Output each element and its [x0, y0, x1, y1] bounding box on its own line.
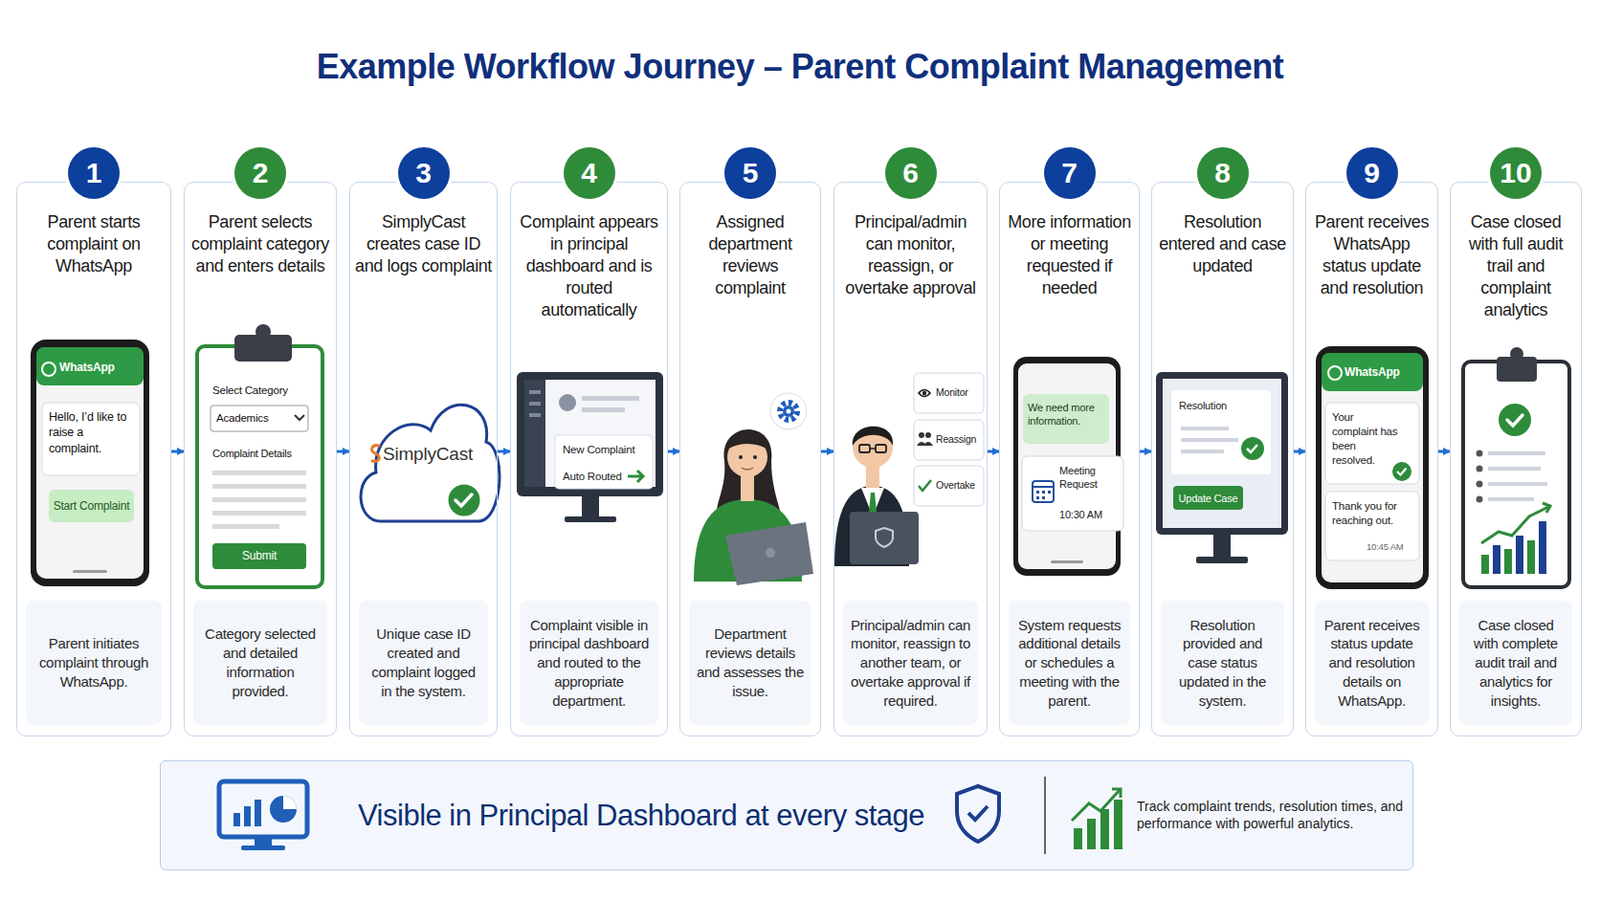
number-text: 7: [1061, 158, 1078, 188]
flow-arrow: [171, 450, 184, 454]
step-description: Principal/admin can monitor, reassign to…: [843, 600, 978, 726]
number-text: 9: [1363, 158, 1380, 188]
description-text: Parent initiates complaint through Whats…: [31, 634, 156, 691]
step-number: 10: [1489, 147, 1542, 200]
flow-arrow: [1293, 450, 1306, 454]
number-text: 3: [415, 158, 432, 188]
flow-arrow: [821, 450, 834, 454]
illustration-label: Submit: [212, 549, 307, 565]
step-description: Unique case ID created and complaint log…: [358, 600, 489, 726]
number-text: 4: [580, 158, 598, 188]
illustration-label: Academics: [216, 411, 291, 426]
step-description: Category selected and detailed informati…: [193, 600, 328, 726]
illustration-label: New Complaint: [562, 443, 651, 458]
illustration-label: We need more information.: [1027, 400, 1107, 429]
flow-arrow: [1139, 450, 1152, 454]
description-text: Category selected and detailed informati…: [199, 624, 322, 701]
step-heading: Case closed with full audit trail and co…: [1455, 211, 1577, 322]
description-text: Principal/admin can monitor, reassign to…: [848, 616, 973, 712]
step-number: 7: [1044, 147, 1096, 200]
step-description: System requests additional details or sc…: [1008, 600, 1131, 726]
step-description: Parent initiates complaint through Whats…: [25, 600, 162, 726]
illustration-label: Reassign: [935, 433, 984, 447]
illustration-label: Hello, I’d like to raise a complaint.: [48, 409, 135, 457]
flow-arrow: [336, 450, 350, 454]
step-card: Principal/admin can monitor, reassign, o…: [833, 181, 988, 737]
description-text: Parent receives status update and resolu…: [1320, 616, 1423, 712]
step-heading: Resolution entered and case updated: [1156, 211, 1289, 278]
summary-band: Visible in Principal Dashboard at every …: [159, 760, 1414, 871]
step-card: Complaint appears in principal dashboard…: [510, 181, 668, 737]
number-text: 2: [252, 158, 269, 188]
illustration-label: Complaint Details: [212, 446, 318, 461]
step-heading: Assigned department reviews complaint: [685, 211, 816, 300]
step-card: More information or meeting requested if…: [999, 181, 1140, 737]
description-text: Unique case ID created and complaint log…: [364, 624, 483, 701]
step-number: 3: [398, 147, 450, 200]
description-text: Resolution provided and case status upda…: [1166, 616, 1279, 712]
step-description: Parent receives status update and resolu…: [1314, 600, 1429, 726]
illustration-label: Start Complaint: [48, 499, 134, 515]
step-number: 4: [563, 147, 616, 200]
step-number: 2: [234, 147, 287, 200]
step-heading: Parent starts complaint on WhatsApp: [22, 211, 166, 278]
number-text: 8: [1214, 158, 1231, 188]
illustration-label: Meeting Request: [1059, 464, 1121, 492]
flow-arrow: [497, 450, 511, 454]
illustration-label: Select Category: [212, 383, 318, 399]
number-text: 1: [86, 158, 103, 188]
step-heading: Parent selects complaint category and en…: [189, 211, 332, 278]
band-title: Visible in Principal Dashboard at every …: [357, 799, 925, 834]
number-text: 6: [902, 158, 919, 188]
flow-arrow: [1438, 450, 1450, 454]
illustration-label: Update Case: [1173, 491, 1244, 506]
illustration-label: Your complaint has been resolved.: [1332, 410, 1401, 468]
step-number: 1: [67, 147, 120, 200]
step-description: Case closed with complete audit trail an…: [1459, 600, 1573, 726]
step-number: 9: [1346, 147, 1399, 200]
description-text: Complaint visible in principal dashboard…: [525, 616, 653, 712]
step-card: Resolution entered and case updated8Reso…: [1151, 181, 1294, 737]
illustration-label: WhatsApp: [59, 360, 136, 377]
illustration-label: 10:45 AM: [1366, 541, 1417, 554]
step-card: Parent starts complaint on WhatsApp1Pare…: [16, 181, 172, 737]
title: Example Workflow Journey – Parent Compla…: [0, 38, 1600, 96]
flow-arrow: [987, 450, 1000, 454]
number-text: 5: [742, 158, 759, 188]
step-heading: Complaint appears in principal dashboard…: [515, 211, 663, 322]
step-heading: More information or meeting requested if…: [1004, 211, 1134, 300]
step-description: Department reviews details and assesses …: [688, 600, 812, 726]
flow-arrow: [667, 450, 680, 454]
number-text: 10: [1499, 158, 1532, 188]
step-heading: Principal/admin can monitor, reassign, o…: [839, 211, 982, 300]
step-number: 8: [1197, 147, 1249, 200]
step-number: 6: [885, 147, 937, 200]
step-heading: Parent receives WhatsApp status update a…: [1311, 211, 1433, 300]
step-card: Assigned department reviews complaint5De…: [679, 181, 822, 737]
step-description: Resolution provided and case status upda…: [1160, 600, 1285, 726]
illustration-label: 10:30 AM: [1059, 508, 1121, 522]
description-text: Case closed with complete audit trail an…: [1465, 616, 1567, 712]
illustration-label: Thank you for reaching out.: [1332, 499, 1415, 529]
band-note: Track complaint trends, resolution times…: [1136, 798, 1407, 835]
illustration-label: SimplyCast: [382, 443, 487, 467]
illustration-label: Resolution: [1178, 399, 1266, 413]
illustration-label: Overtake: [935, 479, 984, 493]
description-text: Department reviews details and assesses …: [694, 624, 806, 701]
illustration-label: Auto Routed: [562, 469, 626, 485]
illustration-label: WhatsApp: [1344, 365, 1416, 381]
step-heading: SimplyCast creates case ID and logs comp…: [355, 211, 492, 278]
description-text: System requests additional details or sc…: [1014, 616, 1125, 712]
step-card: Case closed with full audit trail and co…: [1449, 181, 1582, 737]
step-description: Complaint visible in principal dashboard…: [519, 600, 659, 726]
illustration-label: Monitor: [935, 386, 984, 400]
step-number: 5: [724, 147, 777, 200]
